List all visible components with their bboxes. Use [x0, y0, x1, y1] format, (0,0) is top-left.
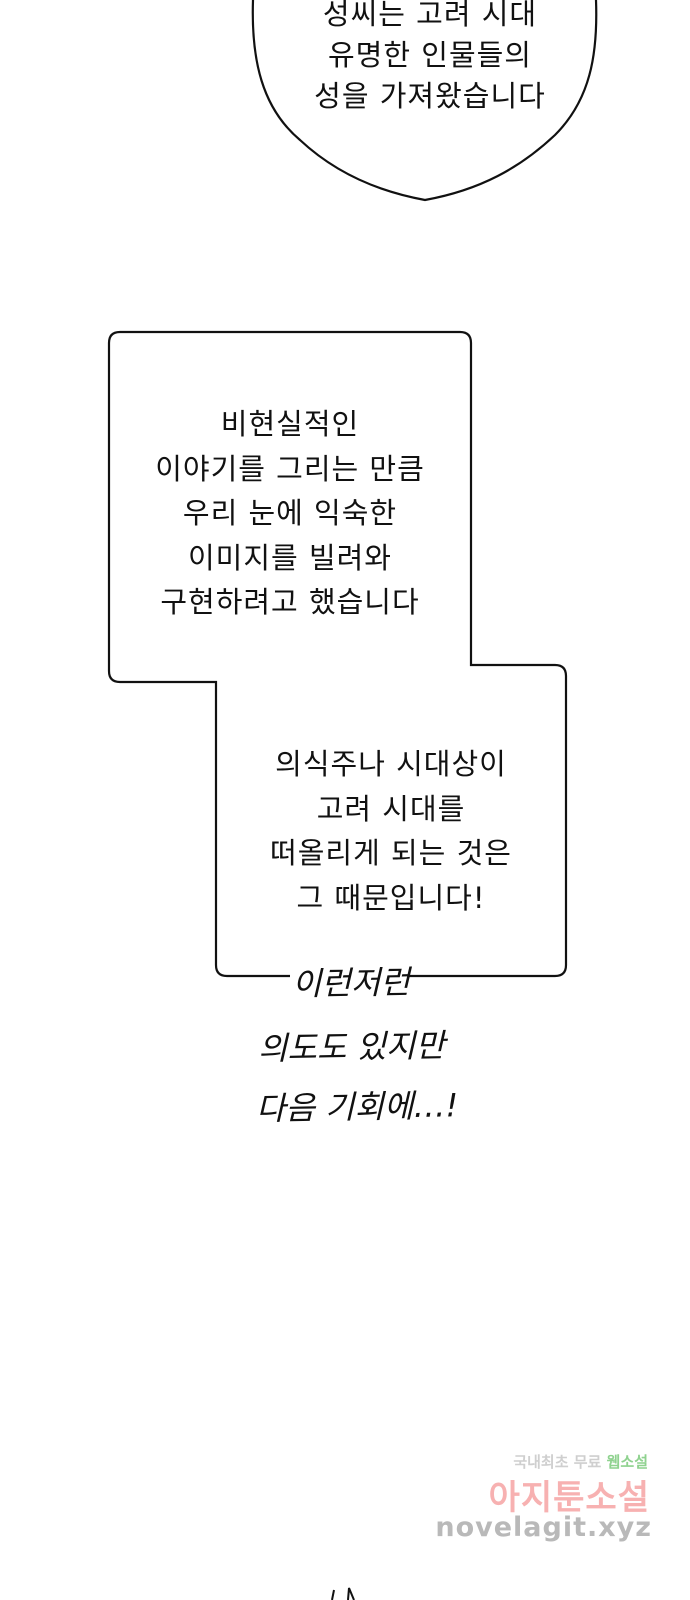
- text-line: 그 때문입니다!: [296, 880, 486, 915]
- handwritten-note-line-1: 이런저런: [291, 962, 411, 1004]
- watermark-logo-text: 아지툰소설: [488, 1478, 650, 1518]
- text-line: 성씨는 고려 시대: [322, 0, 538, 31]
- narration-lower-text: 의식주나 시대상이 고려 시대를 떠올리게 되는 것은 그 때문입니다!: [216, 742, 566, 920]
- handwritten-note-line-2: 의도도 있지만: [257, 1026, 446, 1068]
- watermark-tagline-plain: 국내최초 무료: [513, 1453, 602, 1471]
- text-line: 성을 가져왔습니다: [314, 79, 546, 113]
- text-line: 고려 시대를: [316, 791, 466, 826]
- narration-box-outline: [107, 330, 568, 978]
- text-line: 이미지를 빌려와: [188, 540, 392, 575]
- text-line: 의식주나 시대상이: [275, 747, 507, 781]
- cropped-ink-fragment: [331, 1587, 355, 1600]
- top-speech-bubble-outline: [251, 0, 598, 202]
- narration-upper-text: 비현실적인 이야기를 그리는 만큼 우리 눈에 익숙한 이미지를 빌려와 구현하…: [110, 402, 470, 625]
- text-line: 유명한 인물들의: [328, 38, 532, 72]
- watermark-tagline-accent: 웹소설: [606, 1453, 648, 1471]
- text-line: 구현하려고 했습니다: [160, 585, 420, 619]
- watermark-url: novelagit.xyz: [435, 1512, 652, 1543]
- text-line: 비현실적인: [220, 407, 360, 441]
- top-bubble-text: 성씨는 고려 시대 유명한 인물들의 성을 가져왔습니다: [230, 0, 630, 117]
- handwritten-note-line-3: 다음 기회에…!: [255, 1086, 459, 1128]
- text-line: 떠올리게 되는 것은: [270, 836, 512, 870]
- watermark-tagline: 국내최초 무료 웹소설: [513, 1451, 648, 1472]
- text-line: 우리 눈에 익숙한: [182, 496, 398, 530]
- text-line: 이야기를 그리는 만큼: [155, 451, 425, 486]
